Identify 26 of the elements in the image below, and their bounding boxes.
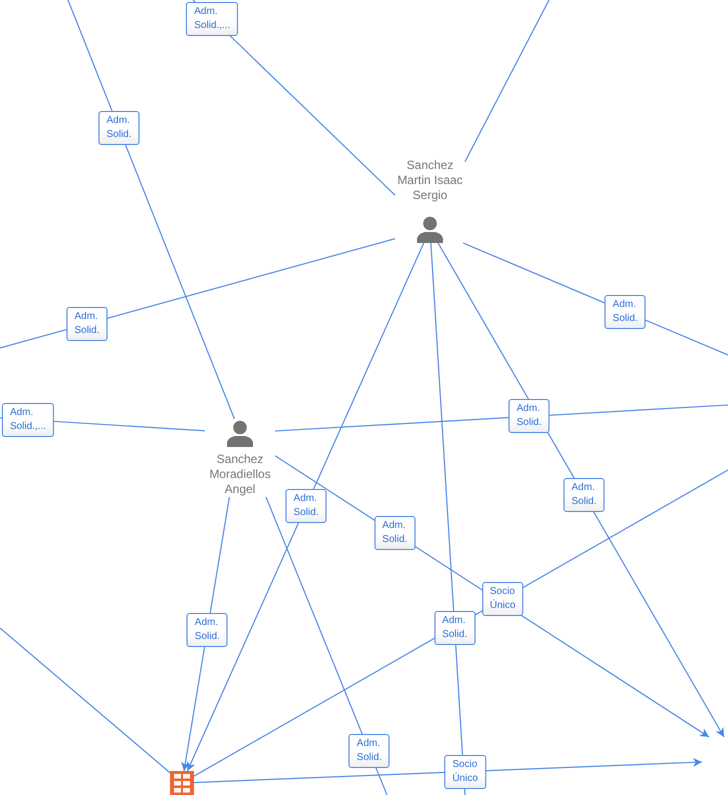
edge-label: Adm. Solid.,...: [2, 402, 54, 437]
person-name: Sanchez Moradiellos Angel: [208, 452, 272, 497]
edge-label: Adm. Solid.: [564, 478, 605, 512]
edge-label: Adm. Solid.: [508, 399, 550, 434]
edge-label: Socio Único: [482, 582, 524, 616]
connector-line: [0, 238, 396, 349]
connector-line: [464, 0, 550, 162]
edge-label: Adm. Solid.: [434, 610, 476, 645]
connector-arrow: [194, 758, 702, 784]
edge-label: Adm. Solid.: [286, 488, 327, 523]
edge-label: Adm. Solid.,...: [186, 2, 238, 36]
edge-label: Socio Único: [444, 754, 486, 789]
edge-label: Adm. Solid.: [374, 516, 416, 550]
person-name: Sanchez Martin Isaac Sergio: [396, 158, 464, 203]
edge-label: Adm. Solid.: [348, 734, 390, 768]
connector-line: [430, 242, 466, 795]
connector-line: [265, 496, 388, 795]
connector-line: [67, 0, 235, 420]
connector-line: [0, 628, 170, 774]
edge-label: Adm. Solid.: [66, 306, 108, 341]
edge-label: Adm. Solid.: [98, 111, 140, 146]
edge-label: Adm. Solid.: [604, 294, 646, 329]
edge-label: Adm. Solid.: [186, 613, 228, 648]
building-icon: [170, 771, 194, 795]
connector-line: [274, 404, 728, 432]
connector-arrow: [186, 242, 424, 772]
